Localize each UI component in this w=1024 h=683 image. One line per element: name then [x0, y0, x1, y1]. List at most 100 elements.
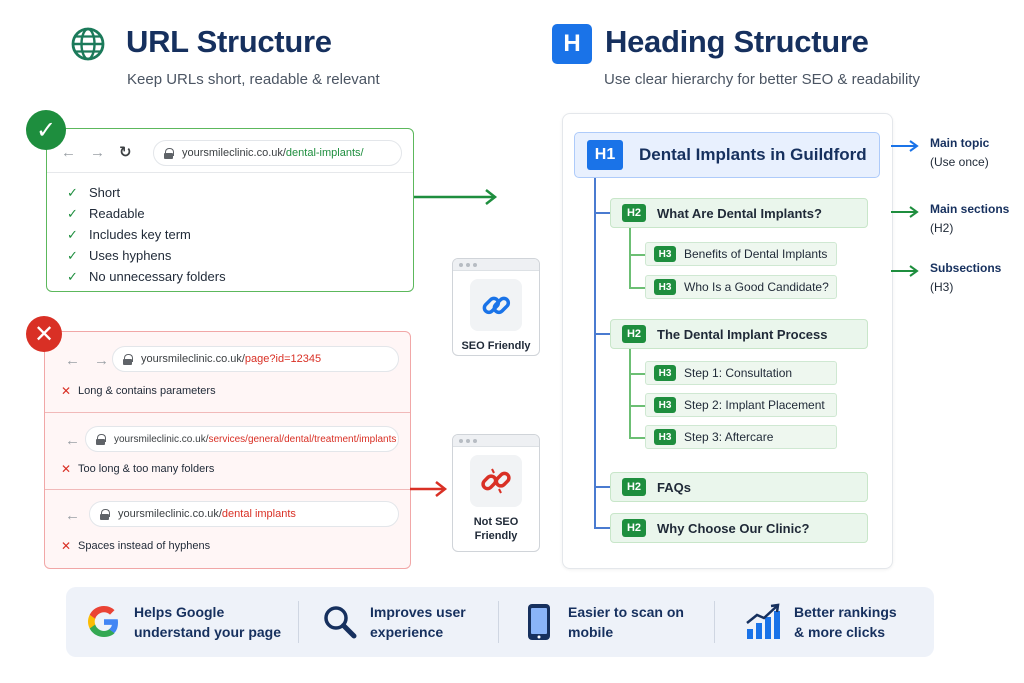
h2-tag: H2 — [622, 204, 646, 222]
lock-icon — [100, 508, 110, 520]
forward-arrow-icon[interactable]: → — [94, 352, 109, 369]
green-arrow-icon — [414, 189, 498, 205]
h3-heading: H3 Step 2: Implant Placement — [645, 393, 837, 417]
check-item: ✓No unnecessary folders — [67, 268, 226, 285]
lock-icon — [96, 433, 106, 445]
benefit-item: Improves user experience — [322, 602, 466, 642]
check-item: ✓Uses hyphens — [67, 247, 172, 264]
h3-text: Step 3: Aftercare — [684, 430, 774, 444]
back-arrow-icon[interactable]: ← — [65, 352, 80, 369]
h3-tag: H3 — [654, 365, 676, 381]
card-divider — [47, 172, 413, 173]
good-url-domain: yoursmileclinic.co.uk/ — [182, 147, 286, 159]
good-url-path: dental-implants/ — [285, 147, 364, 159]
h1-text: Dental Implants in Guildford — [639, 145, 867, 164]
mini-browser-bar — [453, 259, 539, 271]
issue-item: ✕Spaces instead of hyphens — [61, 539, 211, 553]
red-arrow-icon — [410, 481, 448, 497]
blue-arrow-icon — [891, 140, 919, 152]
h3-text: Who Is a Good Candidate? — [684, 280, 829, 294]
cross-icon: ✕ — [61, 462, 72, 476]
check-icon: ✓ — [67, 268, 78, 284]
tree-line — [629, 405, 645, 407]
issue-item: ✕Long & contains parameters — [61, 384, 216, 398]
url-structure-title: URL Structure — [126, 24, 332, 59]
h2-text: Why Choose Our Clinic? — [657, 520, 810, 536]
tree-line — [629, 254, 645, 256]
divider — [298, 601, 299, 643]
h3-tag: H3 — [654, 429, 676, 445]
good-url-bar[interactable]: yoursmileclinic.co.uk/dental-implants/ — [153, 140, 402, 166]
note-subsections: Subsections (H3) — [930, 261, 1002, 294]
h3-tag: H3 — [654, 279, 676, 295]
mobile-icon — [528, 604, 550, 640]
reload-icon[interactable]: ↻ — [119, 144, 132, 161]
h2-tag: H2 — [622, 478, 646, 496]
h2-heading: H2 The Dental Implant Process — [610, 319, 868, 349]
check-icon: ✓ — [67, 247, 78, 263]
h3-tag: H3 — [654, 397, 676, 413]
tree-line — [594, 486, 610, 488]
bar-chart-icon — [746, 603, 780, 639]
magnifier-icon — [324, 606, 357, 639]
benefit-item: Better rankings & more clicks — [744, 602, 897, 642]
bad-url-bar[interactable]: yoursmileclinic.co.uk/page?id=12345 — [112, 346, 399, 372]
globe-icon — [71, 27, 105, 61]
h2-text: The Dental Implant Process — [657, 326, 828, 342]
h3-text: Step 1: Consultation — [684, 366, 793, 380]
heading-structure-subtitle: Use clear hierarchy for better SEO & rea… — [604, 71, 920, 88]
check-item: ✓Readable — [67, 205, 145, 222]
card-divider — [45, 412, 410, 413]
bad-url-bar[interactable]: yoursmileclinic.co.uk/services/general/d… — [85, 426, 399, 452]
h3-text: Benefits of Dental Implants — [684, 247, 828, 261]
h3-heading: H3 Step 1: Consultation — [645, 361, 837, 385]
benefit-text: Better rankings & more clicks — [794, 604, 897, 640]
h3-heading: H3 Who Is a Good Candidate? — [645, 275, 837, 299]
benefits-strip — [66, 587, 934, 657]
cross-icon: ✕ — [61, 384, 72, 398]
h3-text: Step 2: Implant Placement — [684, 398, 825, 412]
h3-heading: H3 Step 3: Aftercare — [645, 425, 837, 449]
back-arrow-icon[interactable]: ← — [65, 507, 80, 524]
divider — [714, 601, 715, 643]
green-arrow-icon — [891, 265, 919, 277]
h3-heading: H3 Benefits of Dental Implants — [645, 242, 837, 266]
benefit-item: Helps Google understand your page — [86, 602, 281, 642]
note-main-topic: Main topic (Use once) — [930, 136, 990, 169]
lock-icon — [164, 147, 174, 159]
card-divider — [45, 489, 410, 490]
tree-line — [629, 227, 631, 288]
h1-heading: H1 Dental Implants in Guildford — [574, 132, 880, 178]
back-arrow-icon[interactable]: ← — [65, 432, 80, 449]
tree-line — [594, 212, 610, 214]
h2-heading: H2 Why Choose Our Clinic? — [610, 513, 868, 543]
heading-structure-title: Heading Structure — [605, 24, 869, 59]
check-icon: ✓ — [67, 205, 78, 221]
note-main-sections: Main sections (H2) — [930, 202, 1010, 235]
bad-cross-icon: ✕ — [26, 316, 62, 352]
not-seo-friendly-label: Not SEO Friendly — [473, 516, 519, 542]
good-checkmark-icon: ✓ — [26, 110, 66, 150]
link-icon — [470, 279, 522, 331]
h2-text: FAQs — [657, 479, 691, 495]
broken-link-icon — [470, 455, 522, 507]
cross-icon: ✕ — [61, 539, 72, 553]
seo-friendly-label: SEO Friendly — [461, 340, 531, 352]
benefit-text: Helps Google understand your page — [134, 604, 282, 640]
tree-line — [594, 527, 610, 529]
good-url-checklist: ✓Short ✓Readable ✓Includes key term ✓Use… — [67, 182, 226, 287]
good-url-card: ← → ↻ yoursmileclinic.co.uk/dental-impla… — [46, 128, 414, 292]
green-arrow-icon — [891, 206, 919, 218]
h2-text: What Are Dental Implants? — [657, 205, 822, 221]
tree-line — [594, 333, 610, 335]
h2-heading: H2 What Are Dental Implants? — [610, 198, 868, 228]
h1-tag: H1 — [587, 140, 623, 170]
google-icon — [88, 606, 118, 637]
forward-arrow-icon[interactable]: → — [90, 143, 105, 161]
tree-line — [629, 373, 645, 375]
bad-url-bar[interactable]: yoursmileclinic.co.uk/dental implants — [89, 501, 399, 527]
back-arrow-icon[interactable]: ← — [61, 143, 76, 161]
lock-icon — [123, 353, 133, 365]
tree-line — [629, 348, 631, 438]
benefit-text: Easier to scan on mobile — [568, 604, 684, 640]
